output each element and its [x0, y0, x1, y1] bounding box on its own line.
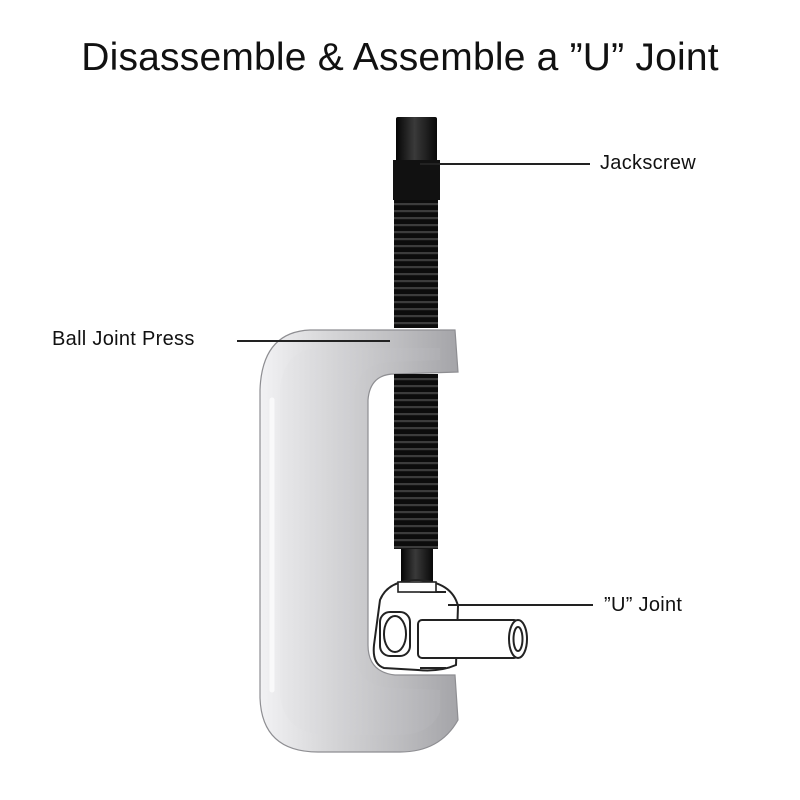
ball-joint-press-label: Ball Joint Press	[52, 328, 195, 350]
jackscrew-threads-upper	[394, 200, 438, 328]
u-joint-label: ”U” Joint	[604, 594, 683, 616]
jackscrew	[393, 117, 440, 591]
ball-joint-press-frame	[259, 329, 459, 753]
ball-joint-press-leader-line	[237, 340, 390, 342]
u-joint	[372, 578, 528, 672]
u-joint-leader-line	[448, 604, 593, 606]
jackscrew-threads-lower	[394, 374, 438, 549]
jackscrew-leader-line	[420, 163, 590, 165]
jackscrew-label: Jackscrew	[600, 152, 697, 174]
diagram-title: Disassemble & Assemble a ”U” Joint	[81, 36, 719, 79]
